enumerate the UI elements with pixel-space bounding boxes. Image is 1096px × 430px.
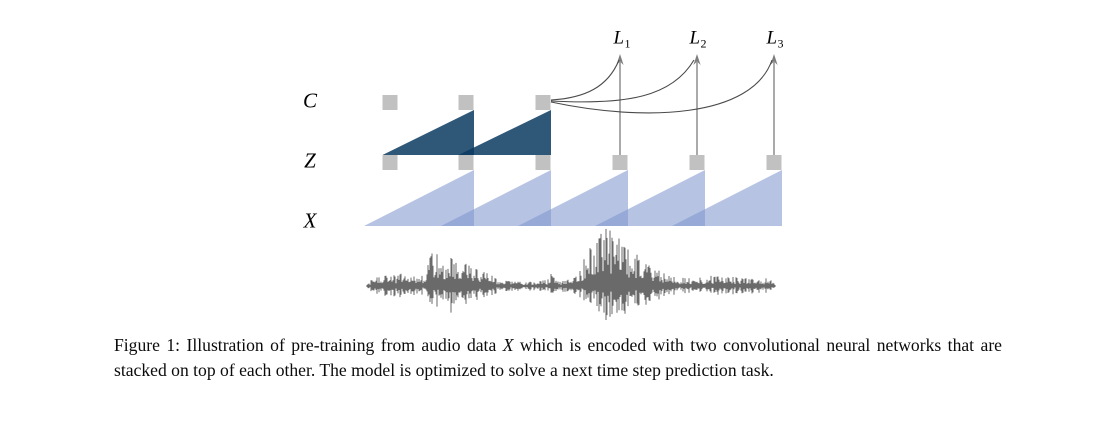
context-to-loss-curve: [550, 59, 620, 101]
encoder-triangle: [672, 170, 782, 226]
caption-text-after: which is encoded with two convolutional …: [114, 335, 1002, 380]
loss-label-1: L1: [613, 29, 630, 50]
context-vector-square: [382, 95, 398, 110]
row-label-latent: Z: [304, 148, 316, 173]
aggregator-triangle: [458, 110, 551, 155]
context-to-loss-curve: [550, 59, 773, 114]
caption-math-symbol: X: [502, 335, 514, 355]
loss-2-subscript: 2: [700, 36, 707, 51]
encoder-triangle: [518, 170, 628, 226]
arrowhead-icon: [693, 54, 701, 65]
context-to-loss-curve: [550, 59, 695, 103]
encoder-triangle: [364, 170, 474, 226]
context-vector-square: [458, 95, 474, 110]
loss-3-symbol: L: [766, 27, 778, 49]
latent-vector-square: [535, 155, 551, 170]
row-label-audio: X: [303, 208, 317, 233]
latent-vector-square: [612, 155, 628, 170]
loss-3-subscript: 3: [777, 36, 784, 51]
loss-label-2: L2: [689, 29, 706, 50]
latent-vector-square: [458, 155, 474, 170]
latent-vector-square: [689, 155, 705, 170]
audio-waveform: [366, 228, 776, 320]
caption-label: Figure 1:: [114, 335, 181, 355]
latent-vector-square: [382, 155, 398, 170]
aggregator-triangle: [382, 110, 474, 155]
loss-1-subscript: 1: [624, 36, 631, 51]
arrowhead-icon: [770, 54, 778, 65]
loss-label-3: L3: [766, 29, 783, 50]
figure-caption: Figure 1: Illustration of pre-training f…: [114, 333, 1002, 383]
loss-1-symbol: L: [613, 27, 625, 49]
encoder-triangle: [595, 170, 705, 226]
row-label-context: C: [302, 88, 318, 113]
loss-2-symbol: L: [689, 27, 701, 49]
context-vector-square: [535, 95, 551, 110]
caption-text-before: Illustration of pre-training from audio …: [180, 335, 503, 355]
encoder-triangle: [441, 170, 551, 226]
latent-vector-square: [766, 155, 782, 170]
